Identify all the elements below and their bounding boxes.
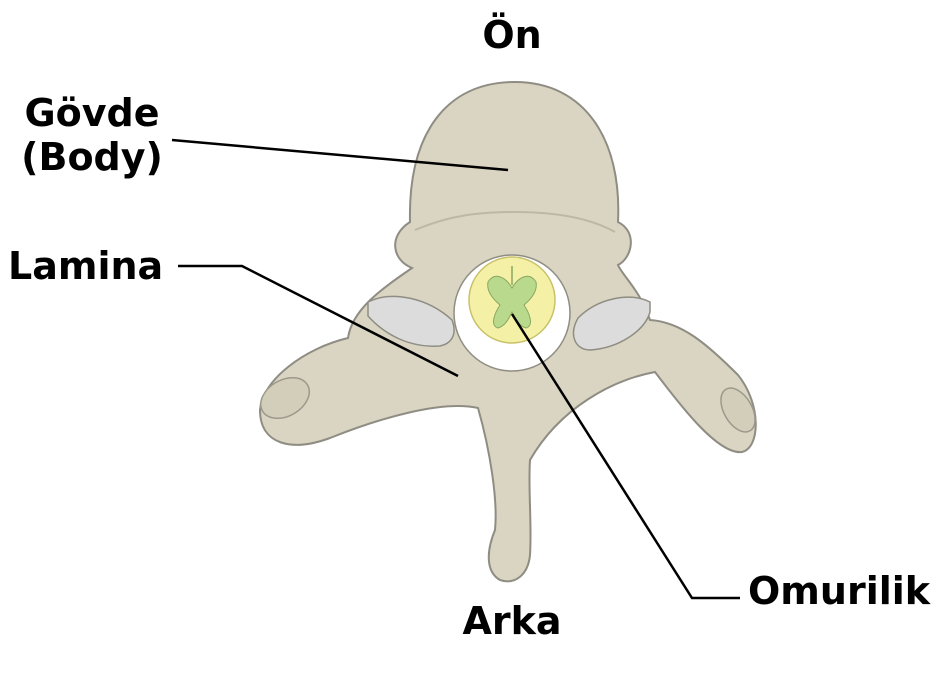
body-label-line1: Gövde (24, 91, 160, 135)
spinal-cord-label: Omurilik (748, 569, 931, 613)
spinal-cord-leader-line (510, 313, 740, 600)
lamina-leader-line (178, 264, 459, 378)
body-leader-line (171, 138, 509, 172)
body-label-line2: (Body) (21, 134, 163, 179)
right-process-tip (720, 387, 756, 433)
gray-matter (487, 275, 537, 329)
left-process-tip (260, 376, 310, 420)
left-facet (367, 295, 455, 347)
vertebral-body-rim (414, 210, 616, 233)
body-label: Gövde (Body) (12, 91, 172, 179)
front-label: Ön (482, 13, 542, 57)
back-label: Arka (462, 599, 562, 643)
right-facet (572, 296, 651, 351)
lamina-label: Lamina (8, 244, 164, 288)
